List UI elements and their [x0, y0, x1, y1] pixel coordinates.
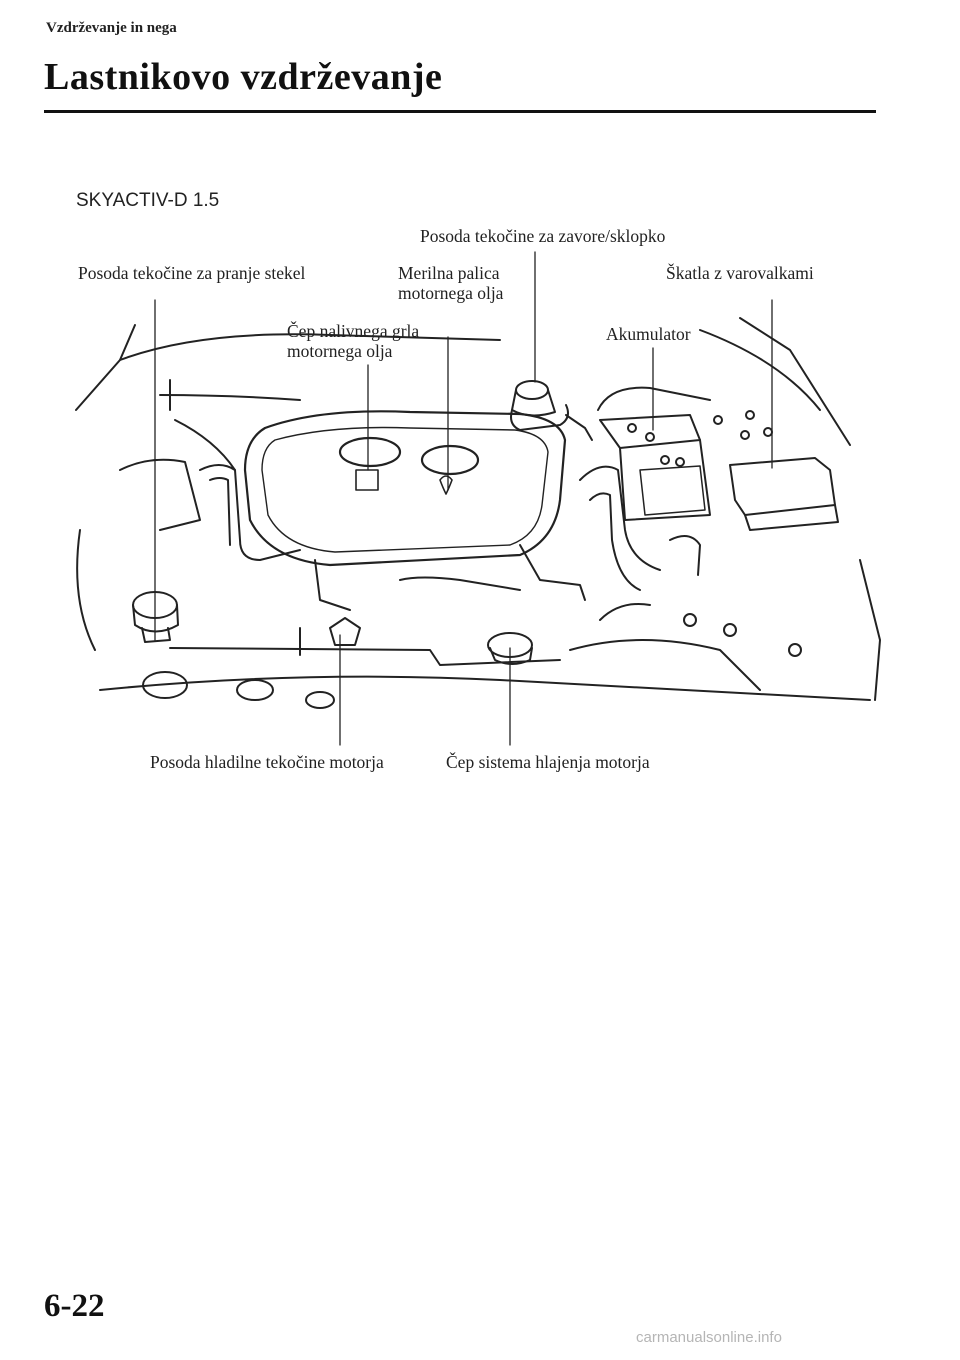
fuse-box — [713, 410, 839, 531]
callout-brake-clutch-reservoir: Posoda tekočine za zavore/sklopko — [420, 226, 666, 246]
callout-dipstick-line1: Merilna palica — [398, 263, 500, 283]
callout-dipstick-line2: motornega olja — [398, 283, 504, 303]
callout-oil-filler: Čep nalivnega grla motornega olja — [287, 321, 419, 361]
section-label: Vzdrževanje in nega — [46, 20, 177, 36]
front-panel — [142, 544, 802, 709]
oil-drop-symbol — [439, 475, 453, 495]
title-divider — [44, 110, 876, 113]
callout-oil-filler-line2: motornega olja — [287, 341, 393, 361]
callout-fuse-box: Škatla z varovalkami — [666, 263, 814, 283]
intake-hose — [579, 465, 701, 591]
callout-washer-reservoir: Posoda tekočine za pranje stekel — [78, 263, 306, 283]
callout-coolant-reservoir: Posoda hladilne tekočine motorja — [150, 752, 384, 772]
callout-cooling-cap: Čep sistema hlajenja motorja — [446, 752, 650, 772]
callout-oil-filler-line1: Čep nalivnega grla — [287, 321, 420, 341]
callout-dipstick: Merilna palica motornega olja — [398, 263, 503, 303]
left-hoses — [119, 419, 301, 561]
page-title: Lastnikovo vzdrževanje — [44, 56, 443, 98]
body-outline — [75, 317, 881, 701]
engine-variant-label: SKYACTIV-D 1.5 — [76, 190, 220, 211]
watermark: carmanualsonline.info — [636, 1329, 782, 1346]
oil-can-symbol — [355, 469, 379, 491]
page-number: 6-22 — [44, 1288, 105, 1324]
brake-fluid-reservoir — [510, 380, 593, 441]
engine-cover — [243, 410, 567, 567]
coolant-reservoir-cap — [299, 559, 361, 656]
leader-lines — [154, 251, 773, 746]
battery — [597, 386, 711, 521]
oil-filler-opening — [338, 436, 402, 468]
dipstick-opening — [420, 444, 480, 476]
callout-battery: Akumulator — [606, 324, 691, 344]
